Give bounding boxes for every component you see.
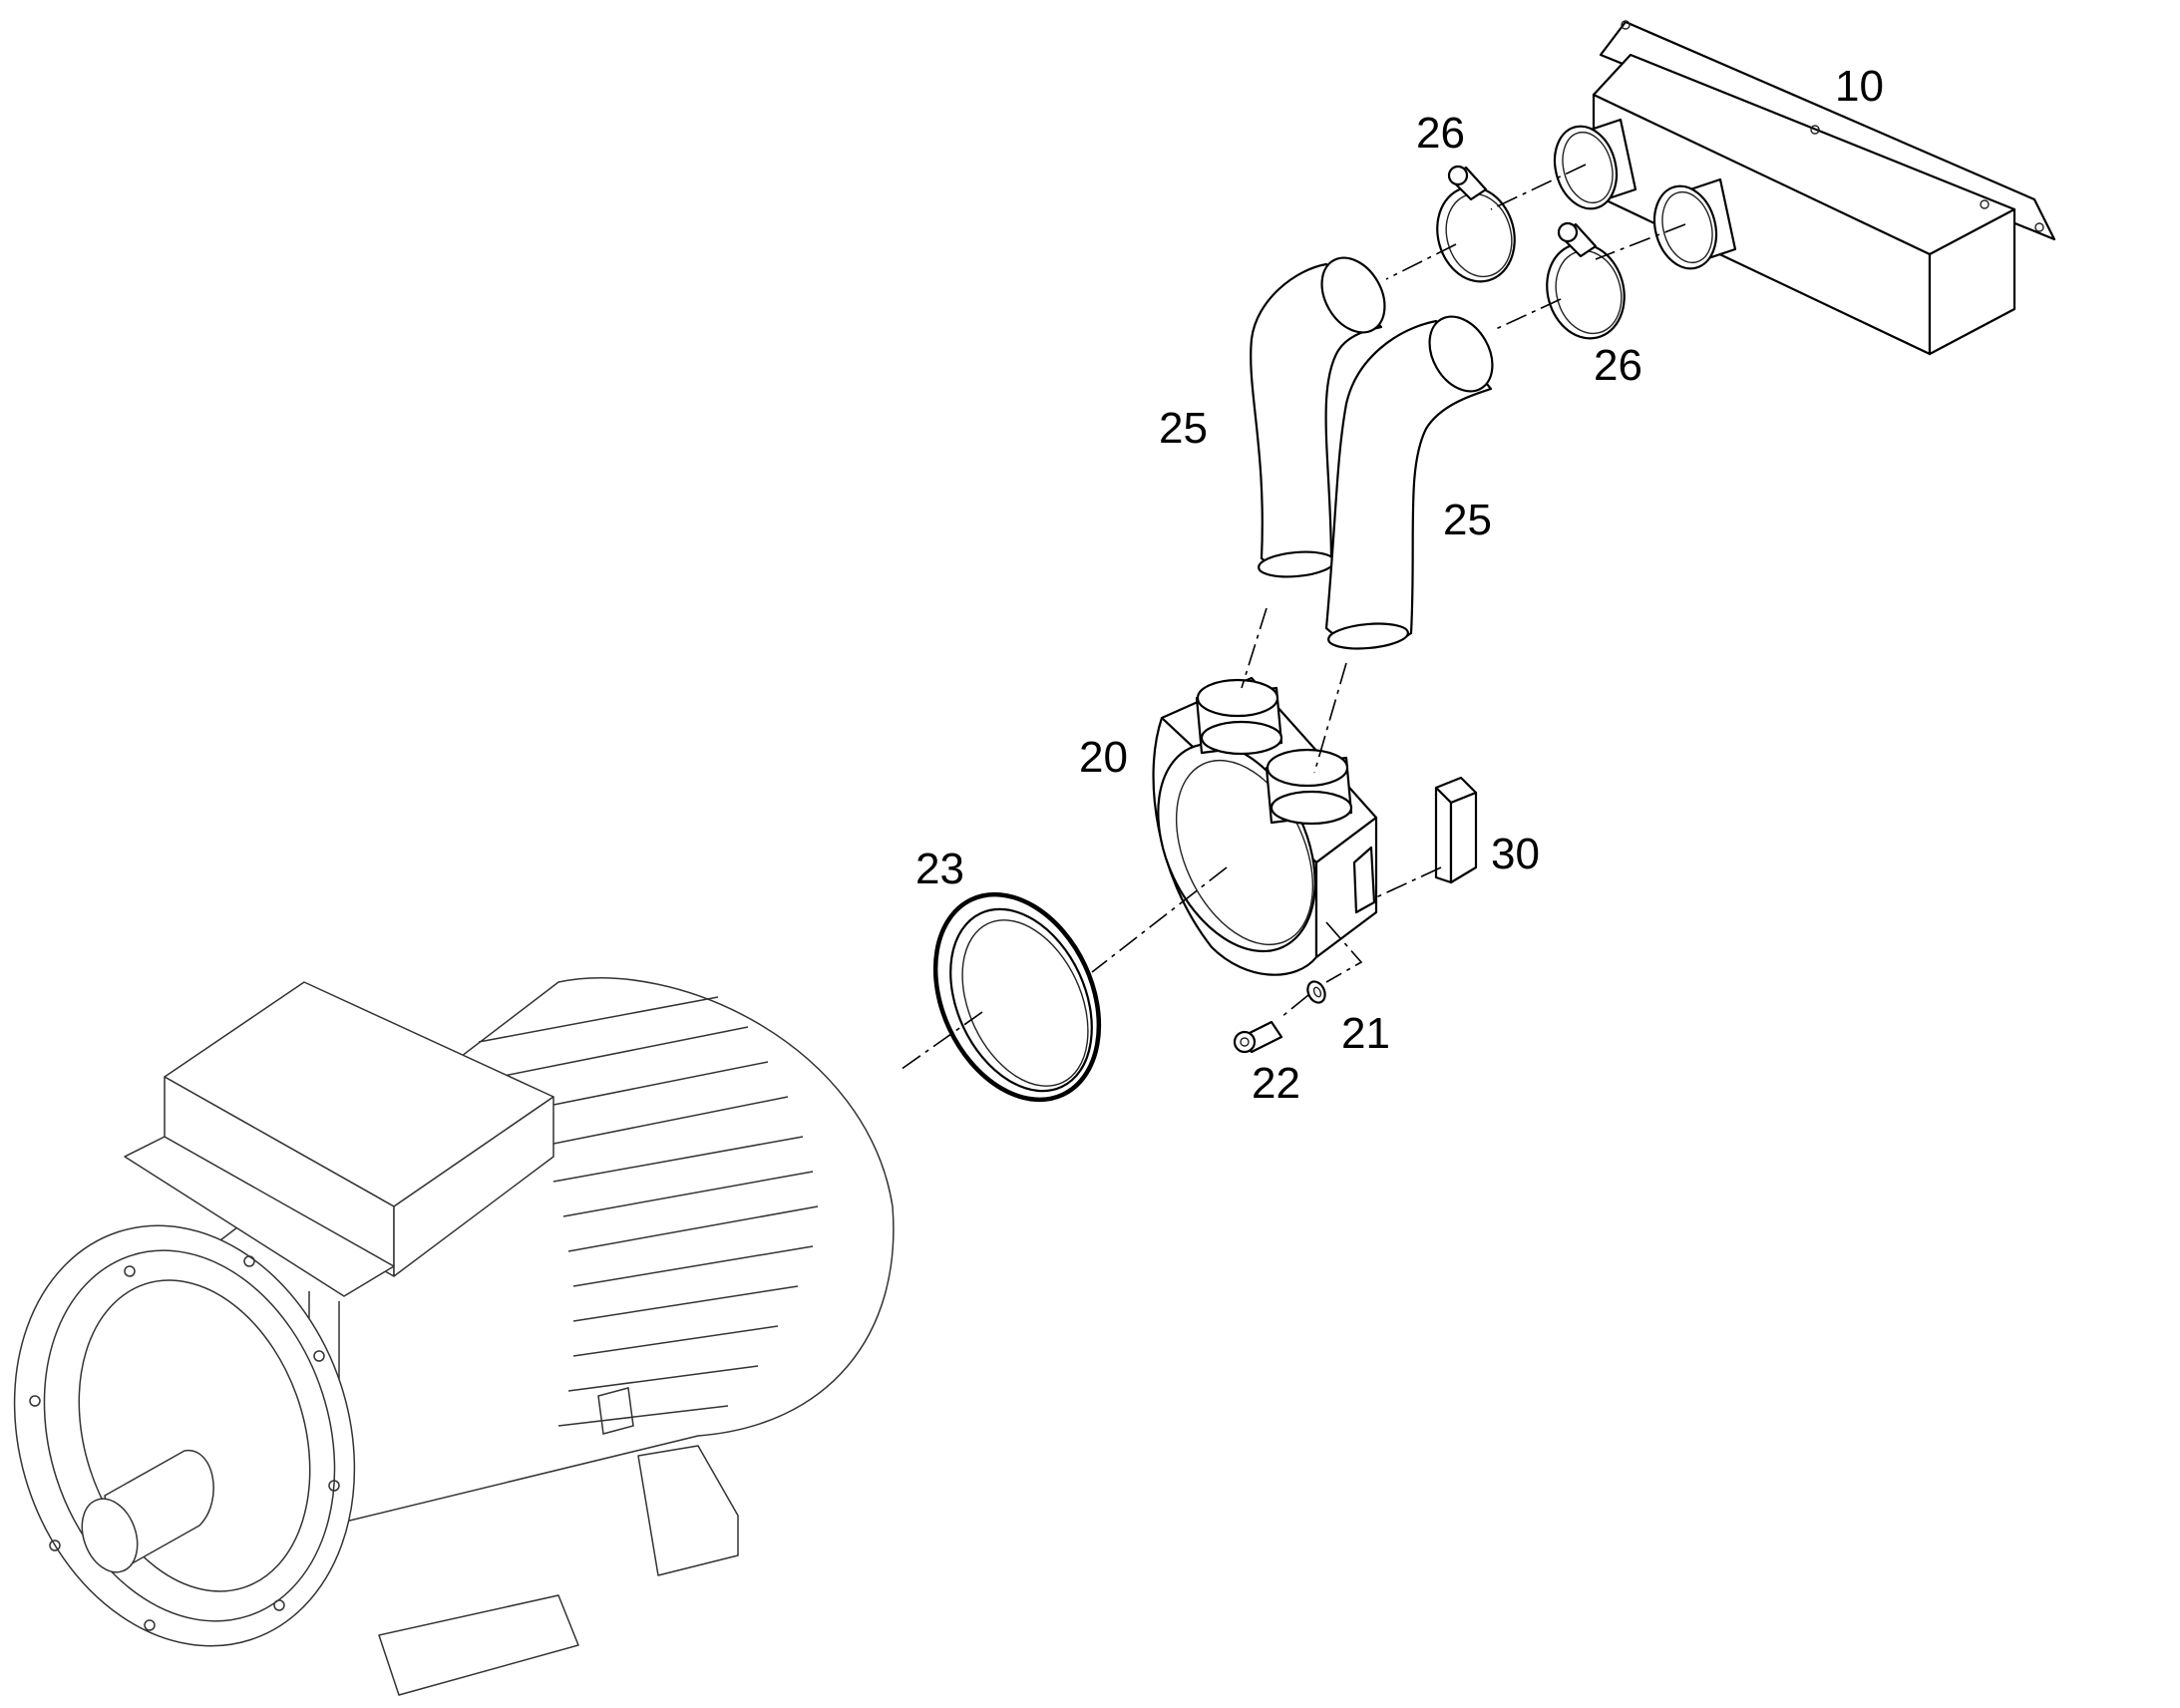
callout-23: 23 [915,845,964,893]
bracket-bar-icon [1434,776,1478,884]
callout-26-upper: 26 [1416,109,1465,158]
electric-motor-icon [13,977,895,1696]
callout-10: 10 [1835,62,1884,111]
callout-21: 21 [1341,1009,1390,1058]
adapter-housing-icon [1152,676,1378,976]
gasket-ring-icon [932,891,1102,1103]
hose-clamp-icon [1546,221,1626,340]
callout-25-left: 25 [1159,404,1208,453]
washer-icon [1306,980,1326,1004]
callout-20: 20 [1079,733,1128,782]
bent-hose-icon [1324,315,1494,650]
manifold-box-icon [1553,20,2056,356]
callout-25-right: 25 [1443,496,1492,544]
callout-22: 22 [1252,1059,1300,1108]
bent-hose-icon [1250,256,1386,578]
callout-30: 30 [1491,830,1540,878]
callout-26-lower: 26 [1594,341,1642,390]
assembly-centerlines [897,164,1686,1073]
cap-screw-icon [1233,1020,1283,1054]
hose-clamp-icon [1436,165,1516,283]
